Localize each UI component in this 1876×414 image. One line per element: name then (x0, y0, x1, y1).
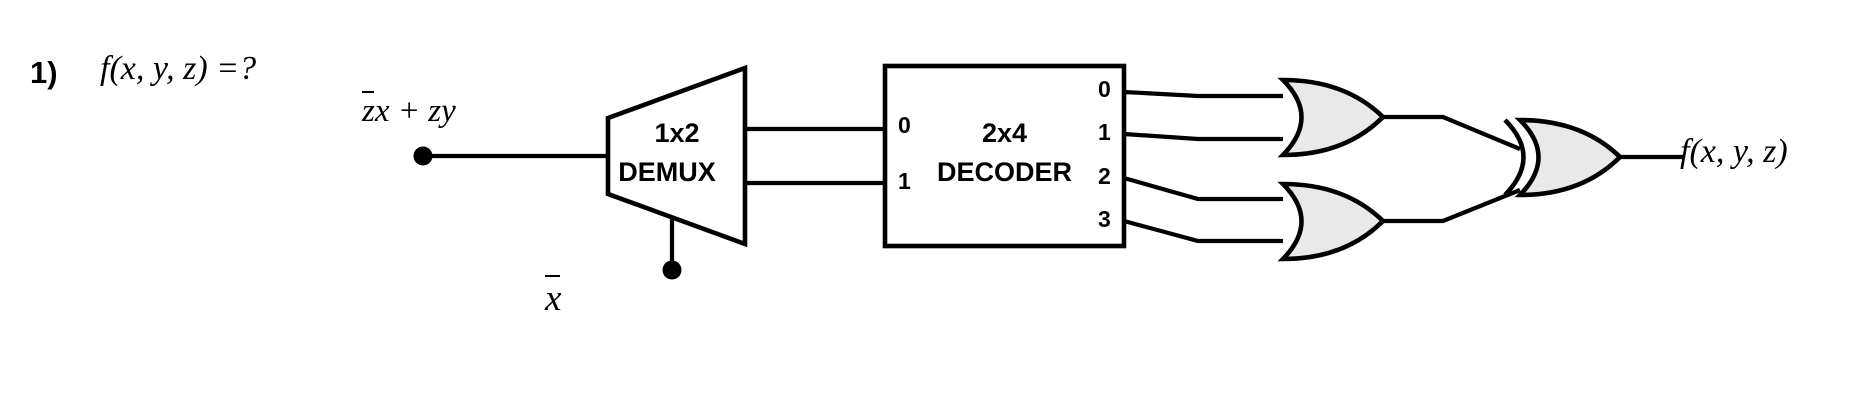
wire-dec0-to-or-top (1123, 89, 1283, 99)
wire-dec2-to-or-bottom (1123, 175, 1283, 202)
xor-gate-back-arc (1503, 118, 1526, 197)
output-label: f(x, y, z) (1680, 133, 1788, 171)
question-expression: f(x, y, z) =? (100, 50, 256, 88)
select-input-label: x (545, 274, 562, 320)
decoder-block (882, 63, 1127, 249)
data-input-label: zx + zy (362, 91, 456, 130)
data-input-overbar-term: z (362, 91, 375, 129)
decoder-output-pin-0: 0 (1098, 76, 1111, 102)
question-number: 1) (30, 55, 58, 90)
junction-dot-data-input (413, 146, 433, 166)
data-input-rest-term: x + zy (374, 93, 456, 129)
output-label-f: f (1680, 133, 1690, 170)
demux-block (605, 64, 748, 248)
demux-subtitle: DEMUX (618, 157, 716, 187)
wire-dec3-to-or-bottom (1123, 218, 1283, 244)
wire-ortop-to-xor (1383, 114, 1521, 151)
junction-dot-select-input (662, 260, 682, 280)
decoder-input-pin-1: 1 (898, 168, 911, 194)
xor-gate-output (1514, 117, 1624, 198)
decoder-title: 2x4 (981, 118, 1028, 148)
decoder-output-pin-1: 1 (1098, 119, 1111, 145)
decoder-input-pin-0: 0 (898, 112, 911, 138)
question-expression-f: f (100, 50, 110, 87)
or-gate-bottom (1277, 181, 1387, 262)
wire-dec1-to-or-top (1123, 131, 1283, 142)
decoder-subtitle: DECODER (936, 157, 1072, 187)
or-gate-top (1277, 77, 1387, 158)
question-expression-args: (x, y, z) =? (109, 50, 257, 87)
decoder-output-pin-3: 3 (1098, 206, 1111, 232)
demux-title: 1x2 (654, 118, 700, 148)
select-input-overbar-term: x (545, 274, 562, 319)
output-label-args: (x, y, z) (1689, 133, 1788, 170)
decoder-output-pin-2: 2 (1098, 163, 1111, 189)
wire-orbottom-to-xor (1383, 188, 1521, 224)
